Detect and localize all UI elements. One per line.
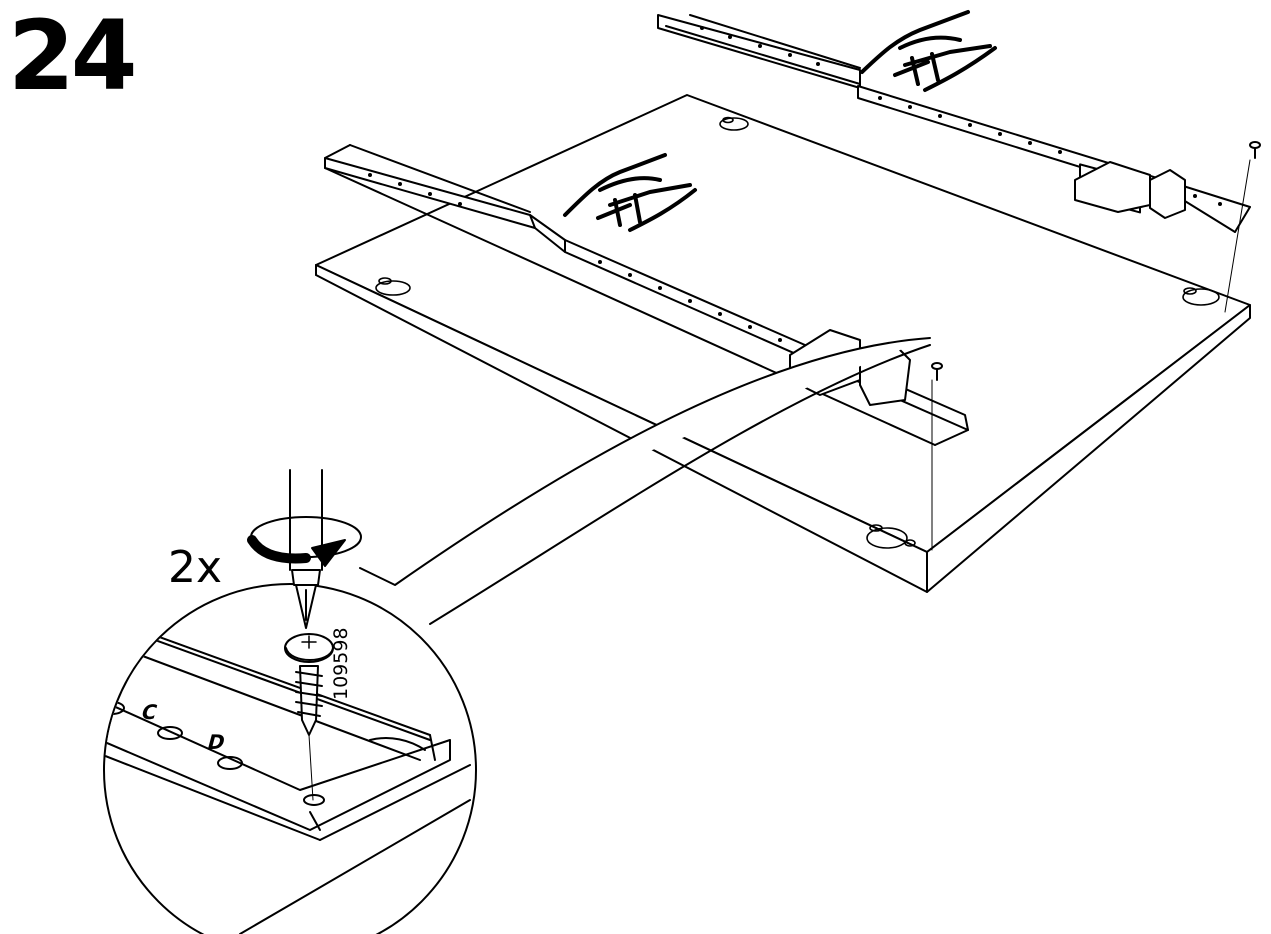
zoom-connector bbox=[360, 338, 930, 624]
detail-callout bbox=[90, 584, 476, 934]
rail-back-holes bbox=[700, 26, 1222, 206]
hand-press-icon bbox=[862, 12, 995, 90]
step-number: 24 bbox=[8, 0, 138, 112]
rail-front-holes bbox=[368, 173, 782, 342]
part-number-label: 109598 bbox=[330, 627, 352, 700]
quantity-label: 2x bbox=[168, 542, 223, 593]
screw-icon bbox=[1225, 142, 1260, 312]
screw-icon bbox=[932, 363, 942, 550]
screw-icon bbox=[285, 634, 333, 800]
panel-holes bbox=[376, 118, 1219, 549]
rail-back bbox=[658, 15, 1250, 232]
hand-press-icon bbox=[565, 155, 695, 230]
panel bbox=[316, 95, 1250, 592]
screwdriver-icon bbox=[290, 470, 322, 628]
rotate-clockwise-icon bbox=[251, 517, 361, 566]
